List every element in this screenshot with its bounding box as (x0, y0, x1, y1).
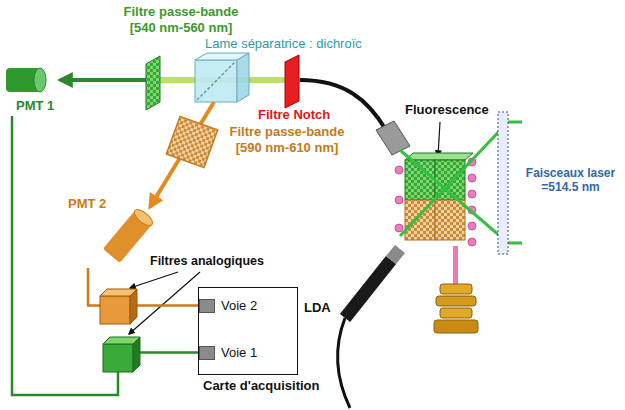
lda-lens (391, 249, 400, 260)
volume-block (435, 200, 465, 240)
optical-fibre (300, 80, 386, 130)
filter-face (103, 344, 133, 372)
filter-label: Filtre passe-bande [590 nm-610 nm] (222, 124, 352, 155)
drawing-part (103, 207, 155, 263)
droplet (395, 224, 403, 232)
card-title: Carte d'acquisition (203, 378, 320, 393)
volume-block (405, 200, 435, 240)
bandpass-filter (146, 56, 160, 110)
drawing-part (6, 68, 46, 92)
filter-side (130, 289, 137, 324)
pmt-window (34, 68, 46, 92)
laser-lens (498, 112, 508, 254)
cube-face (195, 60, 237, 102)
droplet (468, 238, 476, 246)
seeding-jet (453, 246, 458, 284)
bandpass-filter (166, 116, 217, 167)
lda-probe (345, 260, 391, 318)
cube-side (237, 53, 249, 102)
splitter-label: Lame séparatrice : dichroïc (205, 36, 362, 52)
filter-label: Filtre passe-bande [540 nm-560 nm] (112, 4, 250, 35)
channel-name: Voie 2 (221, 298, 257, 313)
part-label: Filtres analogiques (150, 254, 264, 269)
leader-line (438, 122, 440, 156)
dichroic-splitter (195, 53, 249, 102)
filter-side (133, 337, 140, 372)
volume-top (405, 153, 473, 160)
lda-cable (338, 318, 350, 408)
notch-filter (285, 55, 299, 108)
nozzle-ring (440, 284, 472, 294)
droplet (395, 166, 403, 174)
collection-head (376, 121, 410, 155)
filter-face (100, 296, 130, 324)
nozzle-ring (434, 320, 478, 333)
channel-name: Voie 1 (221, 345, 257, 360)
input-channel: Voie 1 (199, 345, 257, 360)
probe-label: LDA (304, 300, 331, 316)
pmt-window (132, 207, 155, 229)
leader-arrow (129, 272, 200, 334)
photomultiplier: PMT 1 (4, 62, 60, 116)
droplets (395, 158, 476, 246)
laser-label: Faisceaux laser =514.5 nm (521, 166, 620, 195)
droplet (395, 196, 403, 204)
detector-name: PMT 2 (68, 196, 106, 211)
droplet (468, 190, 476, 198)
green-beam (60, 78, 148, 82)
analog-filter (103, 337, 140, 372)
detector-name: PMT 1 (16, 98, 54, 113)
filter-label: Filtre Notch (258, 107, 330, 123)
signal-label: Fluorescence (405, 102, 489, 118)
input-channel: Voie 2 (199, 298, 257, 313)
leader-arrow (130, 272, 178, 288)
analog-filter (100, 289, 137, 324)
droplet (468, 174, 476, 182)
input-connector (199, 346, 215, 360)
nozzle-ring (440, 308, 472, 318)
dichroic-plane (197, 62, 235, 100)
acquisition-card: Carte d'acquisitionVoie 2Voie 1 (198, 287, 298, 375)
input-connector (199, 299, 215, 313)
nozzle-ring (436, 296, 476, 306)
droplet (468, 222, 476, 230)
nozzle (434, 284, 478, 333)
